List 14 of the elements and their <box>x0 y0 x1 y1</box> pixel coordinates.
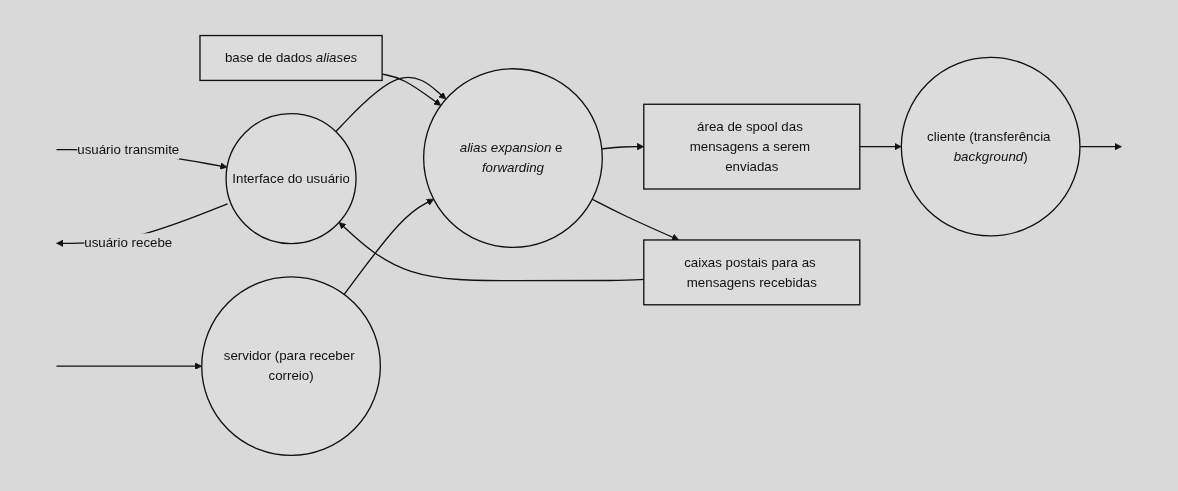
node-circle: Interface do usuário <box>225 113 357 245</box>
node-circle: servidor (para receber correio) <box>201 276 382 457</box>
arrow <box>1079 143 1122 151</box>
node-box: base de dados aliases <box>199 34 383 82</box>
node-circle: alias expansion e forwarding <box>423 68 603 249</box>
arrow <box>591 198 680 241</box>
node-circle: cliente (transferência background) <box>900 56 1081 237</box>
edge-label: usuário transmite <box>77 142 180 157</box>
node-box: área de spool das mensagens a serem enviadas <box>643 103 861 190</box>
node-box: caixas postais para as mensagens recebidas <box>643 239 861 306</box>
arrow <box>859 143 902 151</box>
arrow <box>335 76 447 133</box>
edge-label: usuário recebe <box>84 235 173 250</box>
arrow <box>343 198 435 296</box>
